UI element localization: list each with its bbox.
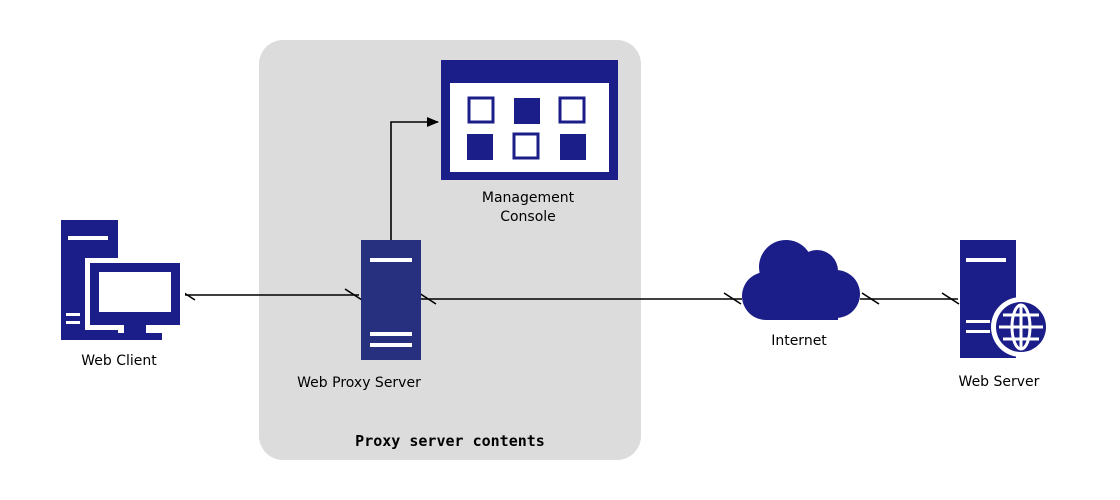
management-console-label-line1: Management — [482, 190, 575, 206]
proxy-console-link — [390, 117, 439, 240]
web-client-node[interactable]: Web Client — [61, 220, 185, 369]
web-proxy-server-label: Web Proxy Server — [297, 375, 421, 391]
internet-node[interactable]: Internet — [742, 240, 860, 349]
desktop-computer-icon — [61, 220, 185, 340]
internet-webserver-tick-right — [941, 292, 960, 305]
internet-webserver-tick-left — [861, 292, 880, 305]
connectors — [177, 117, 960, 305]
web-server-node[interactable]: Web Server — [959, 240, 1051, 390]
group-label: Proxy server contents — [355, 432, 545, 450]
web-proxy-server-node[interactable]: Web Proxy Server — [297, 240, 421, 391]
web-client-label: Web Client — [81, 353, 157, 369]
server-icon — [361, 240, 421, 360]
internet-label: Internet — [771, 333, 827, 349]
proxy-internet-tick-right — [723, 292, 742, 305]
client-proxy-tick-right — [344, 288, 363, 301]
dashboard-window-icon — [441, 60, 618, 180]
web-server-globe-icon — [960, 240, 1051, 358]
proxy-internet-tick-left — [418, 292, 437, 305]
management-console-label-line2: Console — [500, 209, 556, 225]
web-server-label: Web Server — [959, 374, 1040, 390]
management-console-node[interactable]: Management Console — [441, 60, 618, 225]
cloud-icon — [742, 240, 860, 320]
